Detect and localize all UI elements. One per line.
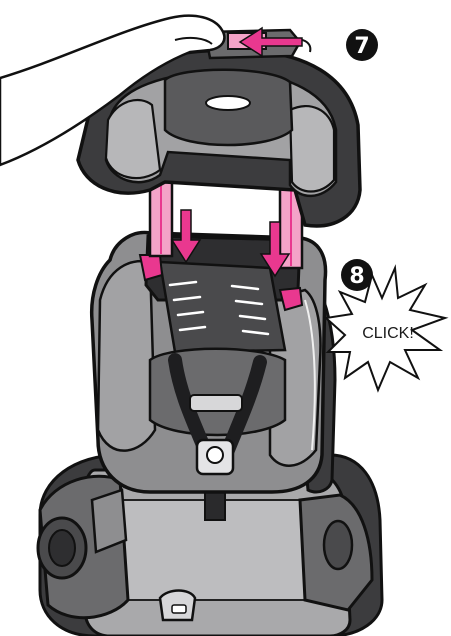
logo-badge [206,96,250,110]
svg-text:8: 8 [349,264,364,289]
step-7-badge: 7 [346,29,378,61]
click-label: CLICK! [362,325,414,342]
svg-text:7: 7 [354,34,369,59]
seat-backrest [92,232,335,492]
click-starburst-icon: CLICK! [326,268,445,390]
